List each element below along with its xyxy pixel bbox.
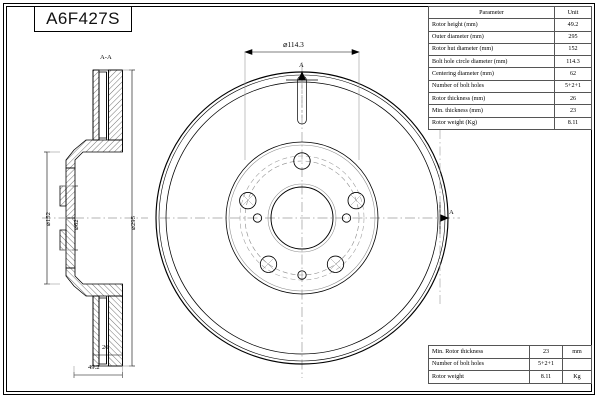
section-marker-top: A: [299, 62, 304, 69]
parameter-value: 49.2: [554, 18, 592, 32]
parameter-table-header-parameter: Parameter: [428, 5, 555, 20]
parameter-value: 114.3: [554, 55, 592, 69]
parameter-name: Rotor height (mm): [428, 18, 555, 32]
parameter-table-row: Rotor thickness (mm)26: [428, 91, 592, 106]
parameter-table-header-unit: Unit: [554, 5, 592, 20]
parameter-table-row: Rotor height (mm)49.2: [428, 18, 592, 32]
parameter-table-row: Rotor weight (Kg)8.11: [428, 116, 592, 130]
title-block: A6F427S: [34, 6, 132, 32]
dim-outer-diameter: ⌀295: [130, 216, 137, 230]
parameter-name: Outer diameter (mm): [428, 30, 555, 44]
summary-parameter-name: Number of bolt holes: [428, 357, 530, 372]
parameter-name: Centering diameter (mm): [428, 67, 555, 81]
dim-centering-diameter: ⌀62: [73, 219, 80, 230]
parameter-name: Rotor thickness (mm): [428, 91, 555, 106]
parameter-table-row: Outer diameter (mm)295: [428, 30, 592, 44]
summary-parameter-value: 8.11: [529, 370, 563, 385]
section-caption-aa: A-A: [100, 54, 112, 61]
summary-parameter-name: Min. Rotor thickness: [428, 345, 530, 359]
parameter-value: 152: [554, 42, 592, 57]
parameter-value: 62: [554, 67, 592, 81]
summary-parameter-name: Rotor weight: [428, 370, 530, 385]
parameter-name: Rotor weight (Kg): [428, 116, 555, 130]
summary-parameter-unit: mm: [562, 345, 592, 359]
drawing-frame-outer: [3, 3, 595, 395]
dim-bolt-circle-diameter: ⌀114.3: [283, 40, 304, 49]
parameter-name: Min. thickness (mm): [428, 104, 555, 118]
parameter-value: 5+2+1: [554, 79, 592, 93]
parameter-table-row: Rotor hut diameter (mm)152: [428, 42, 592, 57]
dim-rotor-height: 49.2: [88, 364, 100, 371]
parameter-value: 8.11: [554, 116, 592, 130]
dim-hub-diameter: ⌀152: [45, 212, 52, 226]
section-marker-right: A: [449, 209, 454, 216]
parameter-table-row: Bolt hole circle diameter (mm)114.3: [428, 55, 592, 69]
summary-parameter-value: 5+2+1: [529, 357, 563, 372]
part-number: A6F427S: [46, 9, 120, 28]
summary-parameter-value: 23: [529, 345, 563, 359]
summary-parameter-unit: [562, 357, 592, 372]
parameter-value: 26: [554, 91, 592, 106]
parameter-value: 295: [554, 30, 592, 44]
summary-parameter-unit: Kg: [562, 370, 592, 385]
parameter-table-row: Min. thickness (mm)23: [428, 104, 592, 118]
parameter-value: 23: [554, 104, 592, 118]
parameter-name: Rotor hut diameter (mm): [428, 42, 555, 57]
parameter-name: Bolt hole circle diameter (mm): [428, 55, 555, 69]
parameter-name: Number of bolt holes: [428, 79, 555, 93]
dim-rotor-thickness: 26: [102, 344, 109, 351]
drawing-frame-inner: [6, 6, 592, 392]
parameter-table-row: Centering diameter (mm)62: [428, 67, 592, 81]
